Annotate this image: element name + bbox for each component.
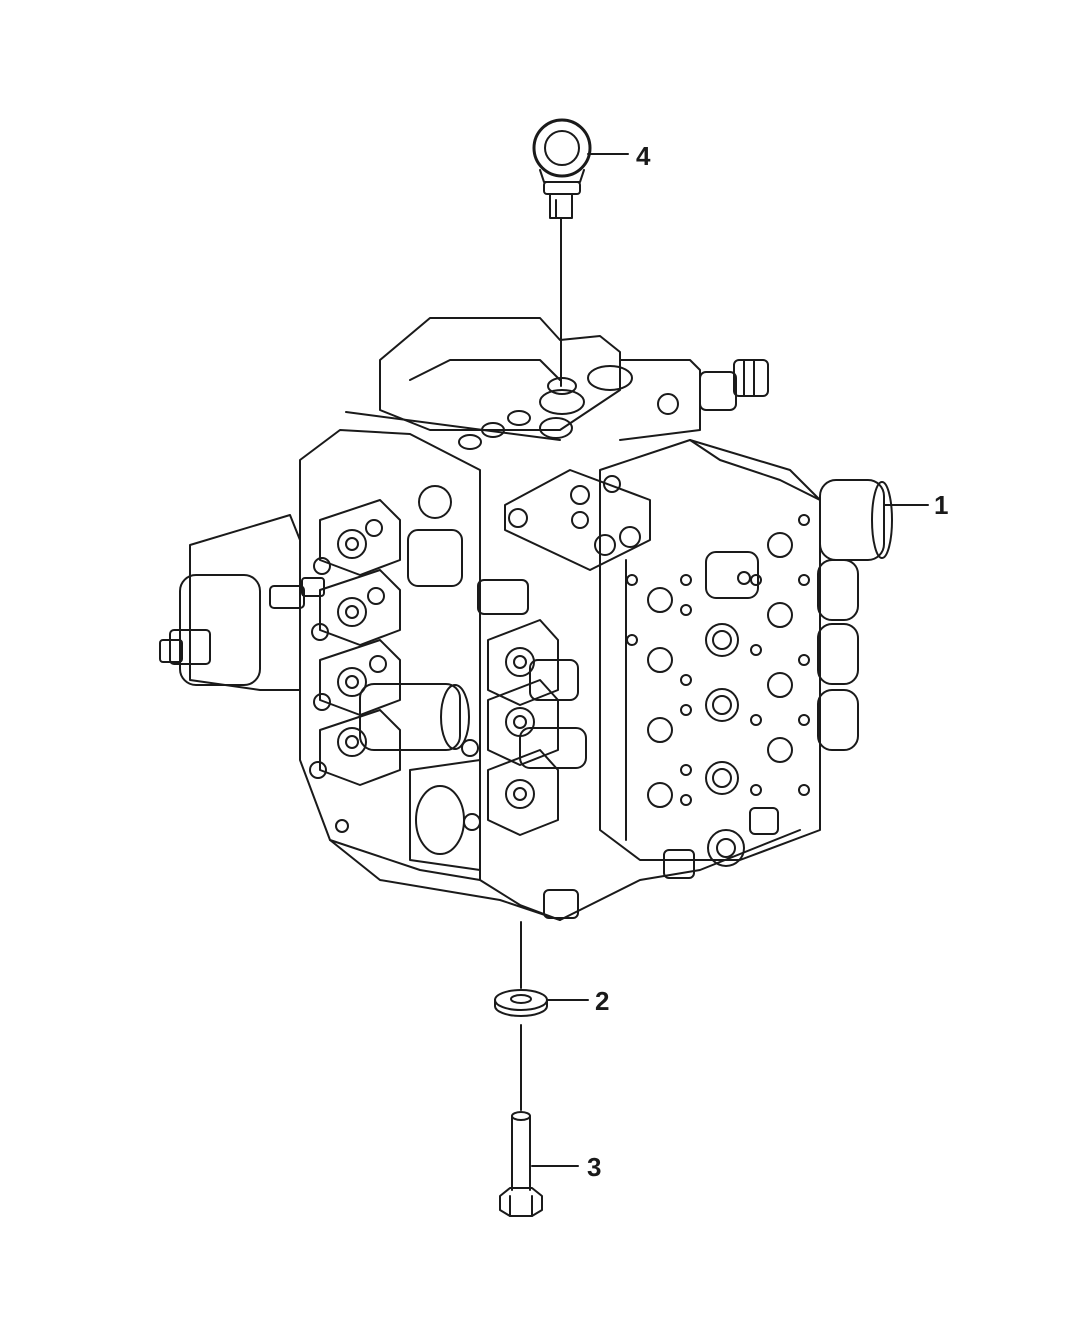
hex-bolt-icon xyxy=(499,1111,543,1217)
flat-washer-icon xyxy=(494,989,548,1017)
callout-3: 3 xyxy=(587,1152,602,1182)
lifting-eye-bolt-icon xyxy=(532,118,592,219)
control-valve-block-icon xyxy=(159,317,893,921)
callout-1: 1 xyxy=(934,490,949,520)
callout-2: 2 xyxy=(595,986,610,1016)
callout-4: 4 xyxy=(636,141,651,171)
